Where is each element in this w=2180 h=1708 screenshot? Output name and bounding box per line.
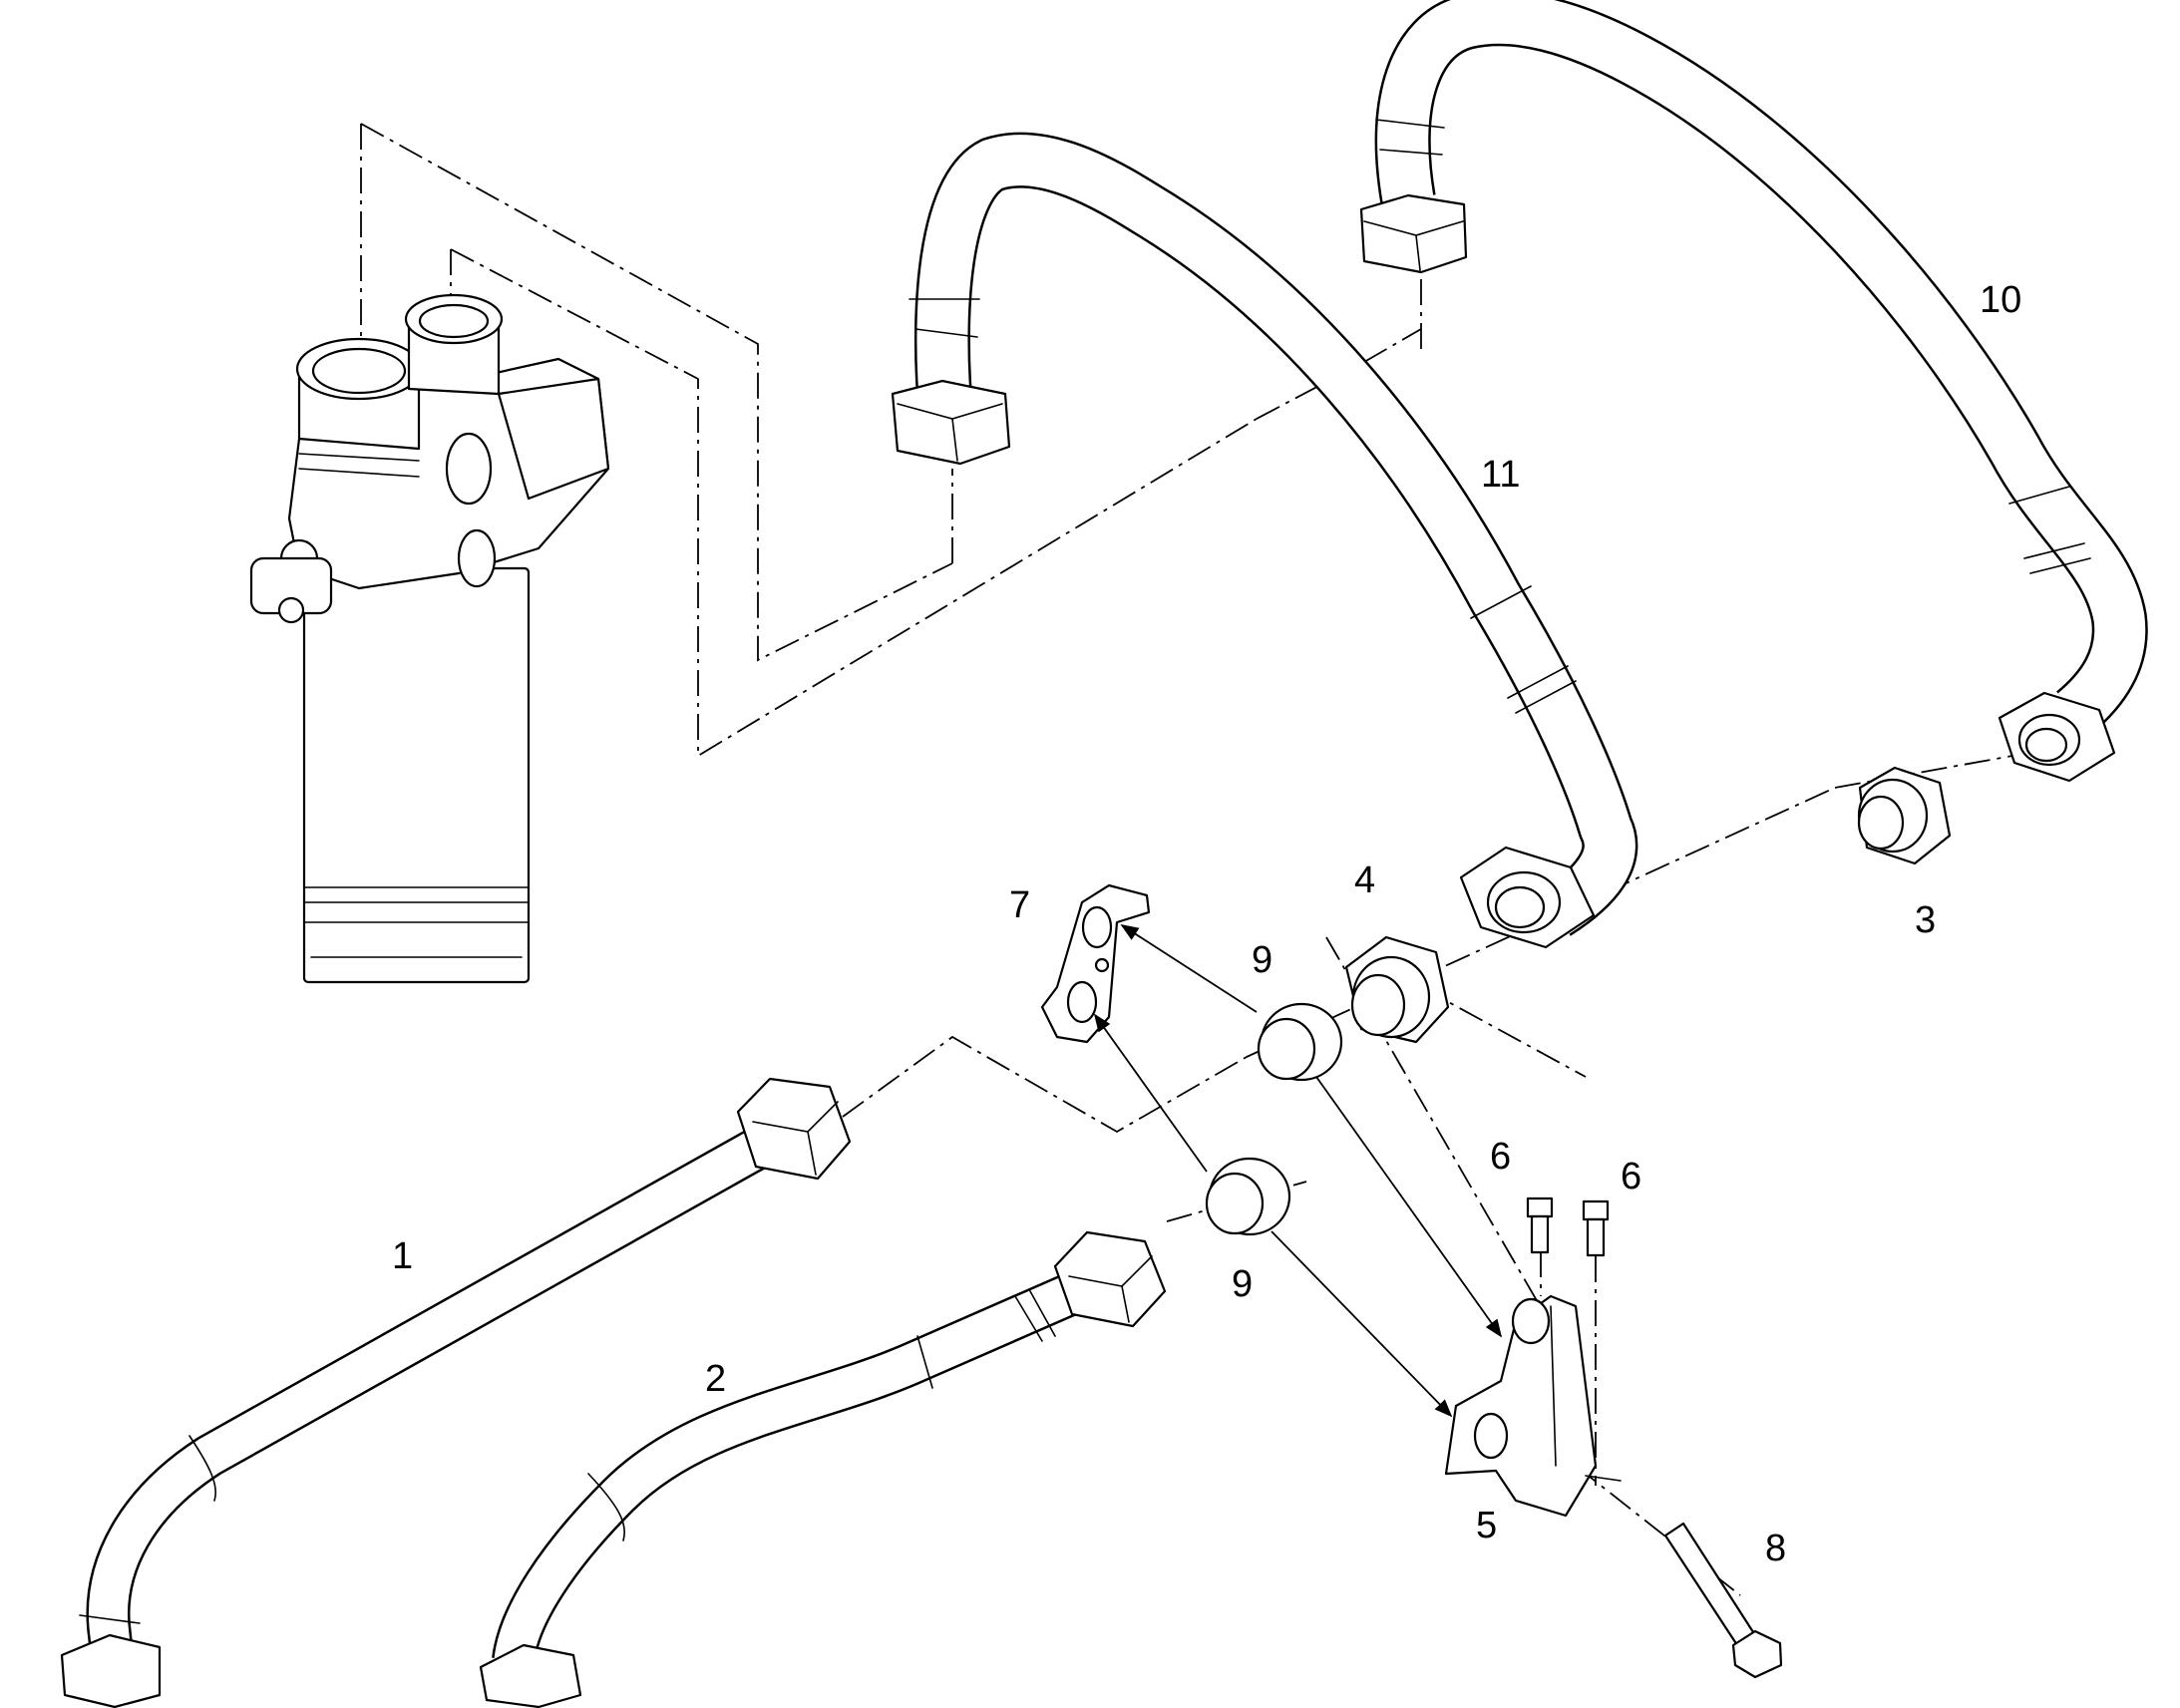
- clamp-7: [1040, 883, 1151, 1044]
- clamp-5: [1444, 1294, 1622, 1518]
- tube-1: [60, 1077, 852, 1708]
- callout-9-lower: 9: [1232, 1263, 1253, 1305]
- callout-10: 10: [1980, 279, 2021, 321]
- hose-11-top-nut: [891, 379, 1011, 466]
- callout-1: 1: [392, 1235, 413, 1277]
- tube-2-nut: [1053, 1230, 1167, 1328]
- hose-11: [891, 132, 1638, 949]
- assembly-arrows: [1093, 924, 1503, 1418]
- fitting-3: [1857, 766, 1952, 865]
- callout-labels: 1 2 3 4 5 6 6 7 8 9 9 10 11: [392, 279, 2021, 1569]
- callout-9-upper: 9: [1252, 939, 1272, 981]
- bolt-6-left: [1526, 1196, 1554, 1254]
- tube-2-bottom-nut: [479, 1643, 582, 1708]
- callout-5: 5: [1476, 1505, 1497, 1546]
- callout-3: 3: [1915, 899, 1936, 941]
- centerlines: [360, 123, 2030, 1596]
- callout-4: 4: [1354, 859, 1375, 901]
- fitting-9-upper: [1257, 1002, 1343, 1082]
- bolt-6-right: [1582, 1199, 1610, 1257]
- callout-11: 11: [1481, 454, 1520, 496]
- callout-8: 8: [1765, 1528, 1786, 1569]
- filter-canister: [302, 566, 531, 984]
- callout-7: 7: [1009, 884, 1030, 926]
- fitting-9-lower: [1205, 1157, 1291, 1236]
- tube-2: [479, 1230, 1167, 1708]
- callout-6-left: 6: [1490, 1136, 1511, 1178]
- callout-2: 2: [705, 1358, 726, 1400]
- fitting-4: [1344, 935, 1450, 1044]
- filter-assembly: [249, 293, 610, 984]
- bolt-8: [1663, 1522, 1783, 1679]
- hose-10: [1359, 0, 2148, 783]
- tube-1-bottom-nut: [60, 1633, 162, 1708]
- callout-6-right: 6: [1621, 1156, 1641, 1197]
